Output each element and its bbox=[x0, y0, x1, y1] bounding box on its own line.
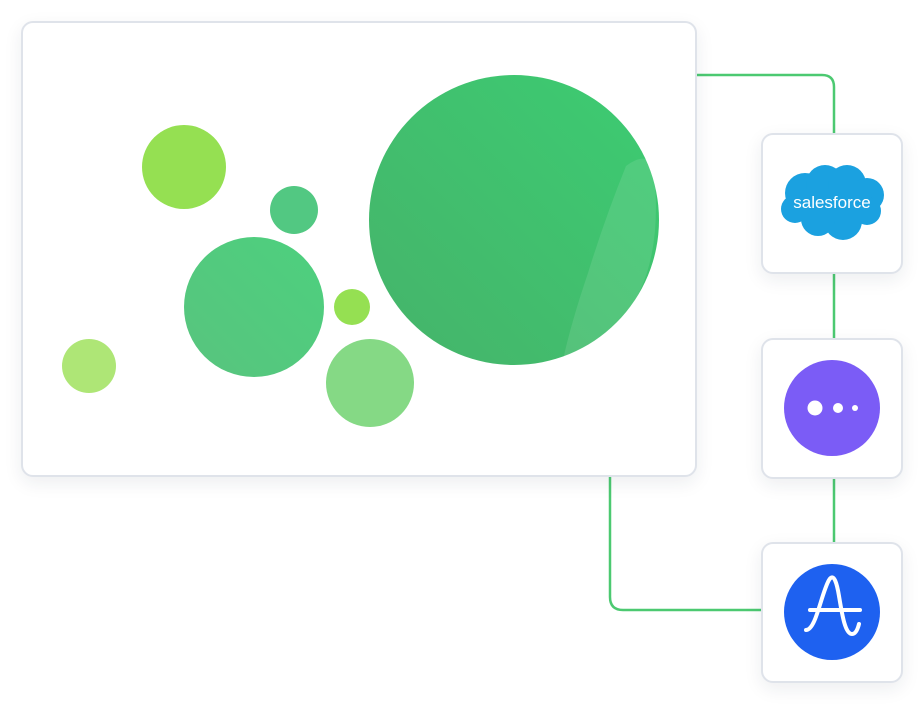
bubble-small-green bbox=[270, 186, 318, 234]
bubble-medium-green bbox=[184, 237, 324, 377]
bubble-light-lime-left bbox=[62, 339, 116, 393]
amplitude-integration-card[interactable] bbox=[761, 542, 903, 683]
bubble-lime-top-left bbox=[142, 125, 226, 209]
bubble-chart-card bbox=[21, 21, 697, 477]
bubble-light-green bbox=[326, 339, 414, 427]
salesforce-logo-text: salesforce bbox=[793, 193, 870, 212]
bubble-large-highlight bbox=[563, 158, 656, 360]
salesforce-integration-card[interactable]: salesforce bbox=[761, 133, 903, 274]
bubble-cluster bbox=[62, 75, 659, 427]
bubble-tiny-lime bbox=[334, 289, 370, 325]
connector-main-to-amplitude bbox=[608, 477, 762, 612]
segment-integration-card[interactable] bbox=[761, 338, 903, 479]
bubble-large bbox=[369, 75, 659, 365]
purple-dots-logo-icon bbox=[784, 360, 880, 456]
salesforce-logo-icon: salesforce bbox=[781, 165, 884, 240]
connector-main-to-salesforce bbox=[697, 73, 836, 133]
amplitude-logo-icon bbox=[784, 564, 880, 660]
